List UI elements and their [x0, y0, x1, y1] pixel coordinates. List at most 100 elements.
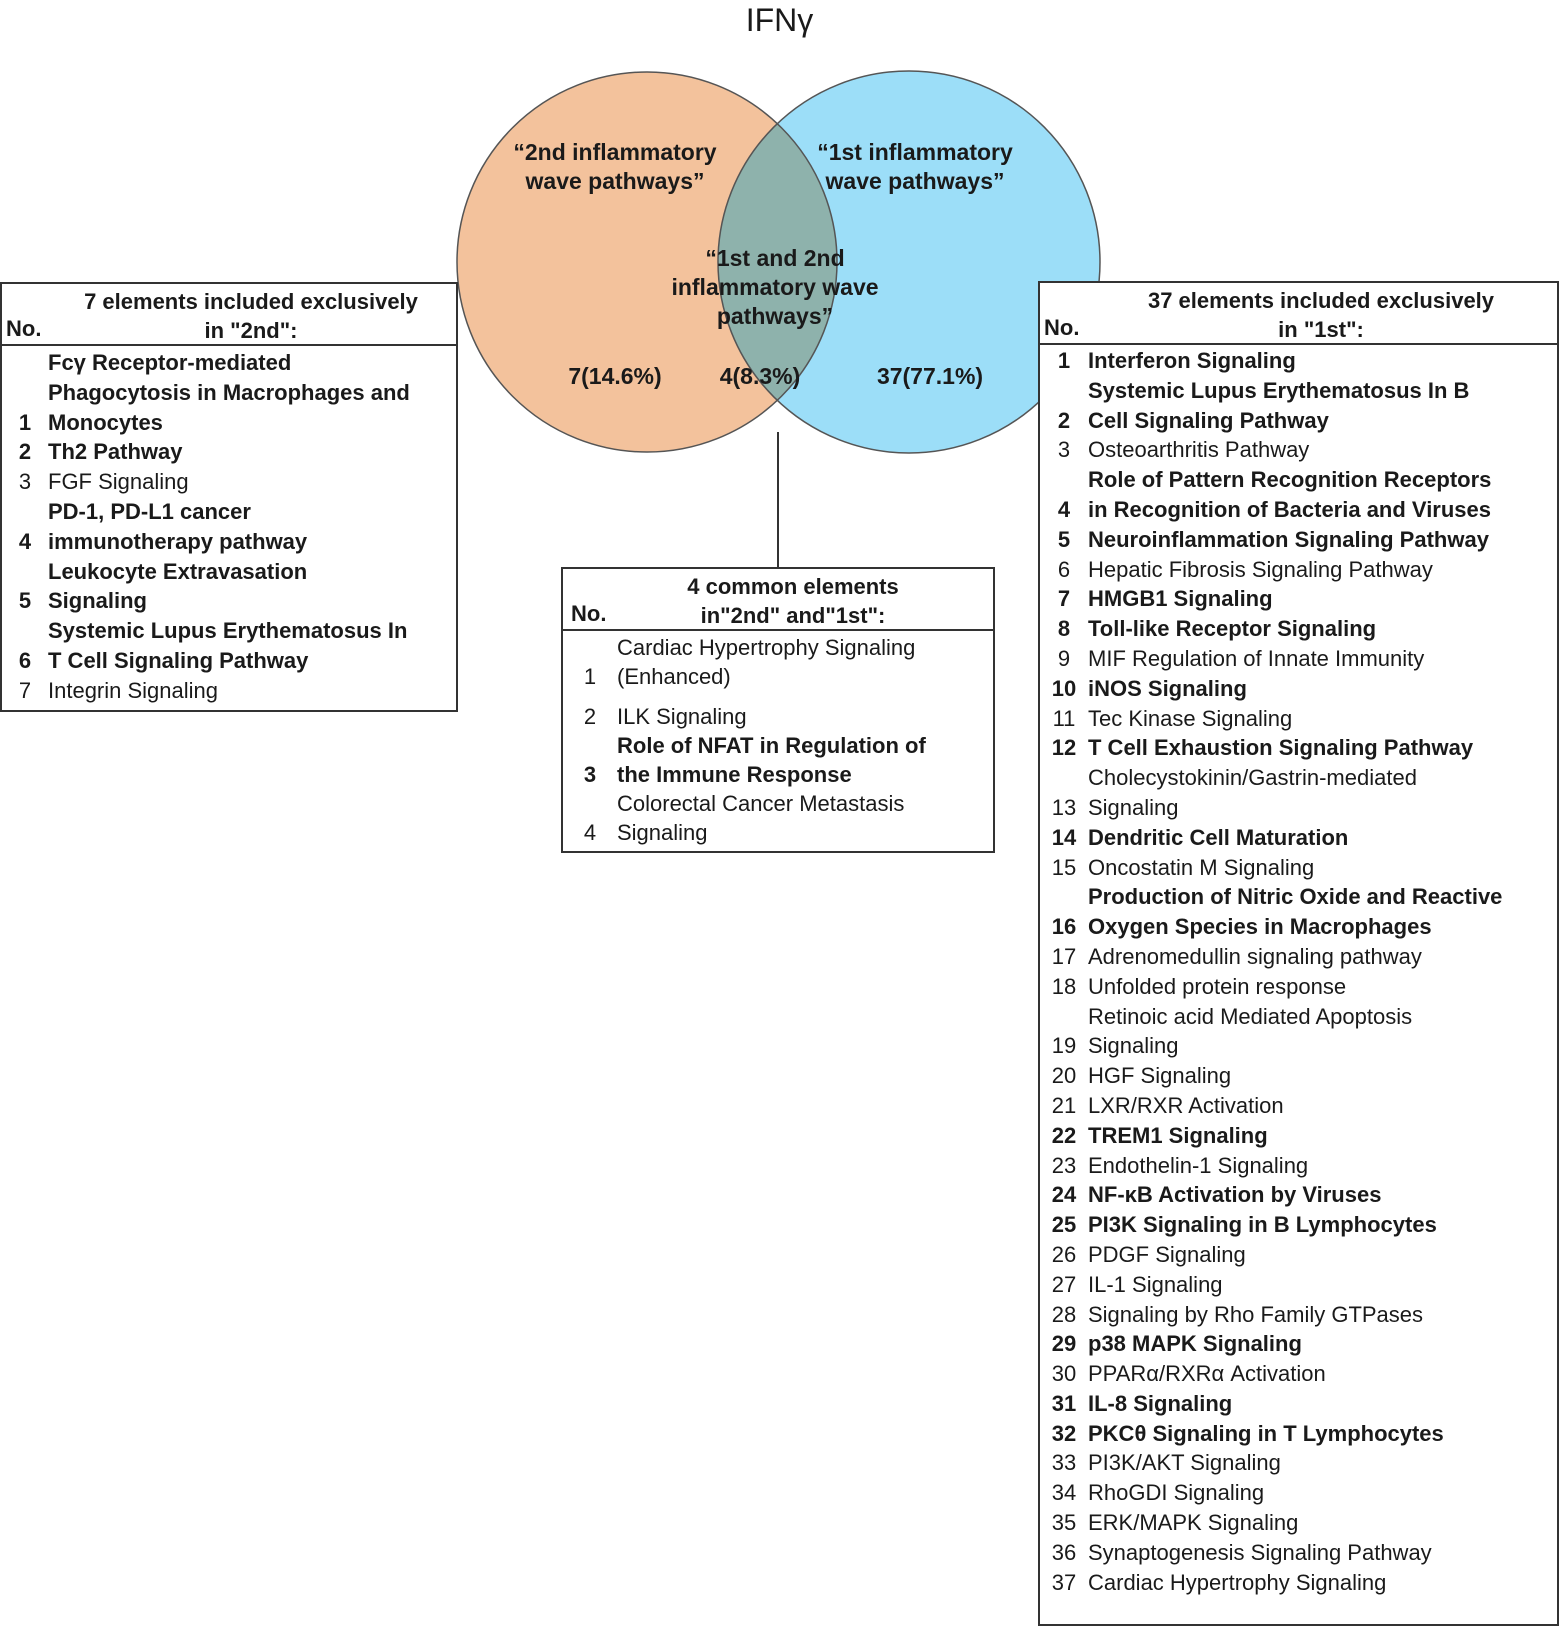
table-header: No. 4 common elements in"2nd" and"1st": — [563, 569, 993, 631]
table-row: 31 IL-8 Signaling — [1040, 1389, 1557, 1419]
right-circle — [718, 71, 1100, 453]
right-circle-outline — [717, 70, 1101, 454]
table-caption: 7 elements included exclusively in "2nd"… — [84, 289, 418, 343]
right-count: 37(77.1%) — [876, 363, 984, 389]
pathway-name: TREM1 Signaling — [1088, 1122, 1268, 1148]
table-row: 2 Th2 Pathway — [2, 437, 456, 467]
table-1st-exclusive: No. 37 elements included exclusively in … — [1038, 281, 1559, 1626]
row-number: 4 — [18, 528, 32, 554]
row-number: 2 — [18, 439, 32, 465]
row-number: 21 — [1051, 1092, 1077, 1118]
table-header: No. 7 elements included exclusively in "… — [2, 284, 456, 346]
pathway-name: HGF Signaling — [1088, 1063, 1232, 1089]
pathway-name: ERK/MAPK Signaling — [1088, 1510, 1299, 1536]
table-common: No. 4 common elements in"2nd" and"1st": … — [561, 567, 995, 853]
pathway-name: Fcγ Receptor-mediated Phagocytosis in Ma… — [48, 350, 410, 435]
table-row: 4 Colorectal Cancer Metastasis Signaling — [563, 789, 993, 847]
table-caption: 4 common elements in"2nd" and"1st": — [687, 574, 899, 628]
pathway-name: FGF Signaling — [48, 469, 189, 495]
pathway-name: Oncostatin M Signaling — [1088, 854, 1315, 880]
pathway-name: Integrin Signaling — [48, 677, 219, 703]
row-number: 9 — [1057, 645, 1071, 671]
row-number: 17 — [1051, 943, 1077, 969]
pathway-name: PI3K Signaling in B Lymphocytes — [1088, 1212, 1437, 1238]
row-number: 10 — [1051, 675, 1077, 701]
pathway-name: NF-κB Activation by Viruses — [1088, 1182, 1382, 1208]
pathway-name: Synaptogenesis Signaling Pathway — [1088, 1539, 1432, 1565]
row-number: 5 — [18, 588, 32, 614]
row-number: 3 — [1057, 437, 1071, 463]
row-number: 14 — [1051, 824, 1077, 850]
row-number: 1 — [1057, 348, 1071, 373]
pathway-name: iNOS Signaling — [1088, 675, 1247, 701]
pathway-name: Cardiac Hypertrophy Signaling (Enhanced) — [617, 635, 916, 689]
row-number: 13 — [1051, 794, 1077, 820]
left-circle — [457, 72, 837, 452]
pathway-name: ILK Signaling — [617, 704, 747, 729]
pathway-name: Tec Kinase Signaling — [1088, 705, 1293, 731]
pathway-name: Colorectal Cancer Metastasis Signaling — [617, 791, 905, 845]
pathway-name: PI3K/AKT Signaling — [1088, 1450, 1281, 1476]
table-row: 1 Interferon Signaling — [1040, 346, 1557, 376]
left-count: 7(14.6%) — [568, 363, 662, 389]
row-number: 7 — [1057, 586, 1071, 612]
no-column-header: No. — [571, 601, 607, 626]
table-row: 4 PD-1, PD-L1 cancer immunotherapy pathwa… — [2, 497, 456, 557]
row-number: 35 — [1051, 1510, 1077, 1536]
row-number: 4 — [1057, 496, 1071, 522]
row-number: 20 — [1051, 1063, 1077, 1089]
row-number: 31 — [1051, 1390, 1077, 1416]
row-number: 8 — [1057, 616, 1071, 642]
left-set-label: “2nd inflammatory wave pathways” — [513, 139, 717, 194]
pathway-name: PD-1, PD-L1 cancer immunotherapy pathway — [48, 498, 308, 554]
row-number: 3 — [18, 469, 32, 495]
row-number: 32 — [1051, 1420, 1077, 1446]
table-row: 15 Oncostatin M Signaling — [1040, 853, 1557, 883]
pathway-name: IL-8 Signaling — [1088, 1390, 1233, 1416]
row-number: 36 — [1051, 1539, 1077, 1565]
pathway-name: Role of Pattern Recognition Receptors in… — [1088, 467, 1492, 522]
row-number: 4 — [583, 820, 597, 845]
pathway-name: Dendritic Cell Maturation — [1088, 824, 1349, 850]
row-number: 29 — [1051, 1331, 1077, 1357]
pathway-name: MIF Regulation of Innate Immunity — [1088, 645, 1425, 671]
table-row: 2 ILK Signaling — [563, 702, 993, 731]
diagram-title: IFNγ — [745, 2, 814, 38]
row-number: 26 — [1051, 1241, 1077, 1267]
left-circle-outline — [456, 71, 838, 453]
pathway-name: Osteoarthritis Pathway — [1088, 437, 1310, 463]
table-row: 20 HGF Signaling — [1040, 1061, 1557, 1091]
pathway-name: Role of NFAT in Regulation of the Immune… — [617, 733, 926, 787]
row-number: 2 — [583, 704, 597, 729]
pathway-name: PPARα/RXRα Activation — [1088, 1361, 1326, 1387]
row-number: 15 — [1051, 854, 1077, 880]
pathway-name: Neuroinflammation Signaling Pathway — [1088, 526, 1489, 552]
pathway-name: IL-1 Signaling — [1088, 1271, 1223, 1297]
row-number: 6 — [18, 647, 32, 673]
no-column-header: No. — [1044, 315, 1080, 340]
overlap-count: 4(8.3%) — [719, 363, 801, 389]
pathway-name: Interferon Signaling — [1088, 348, 1296, 373]
pathway-name: Th2 Pathway — [48, 439, 183, 465]
row-number: 2 — [1057, 407, 1071, 433]
pathway-name: Leukocyte Extravasation Signaling — [48, 558, 308, 614]
table-row: 36 Synaptogenesis Signaling Pathway — [1040, 1538, 1557, 1568]
table-row: 3 Osteoarthritis Pathway — [1040, 435, 1557, 465]
